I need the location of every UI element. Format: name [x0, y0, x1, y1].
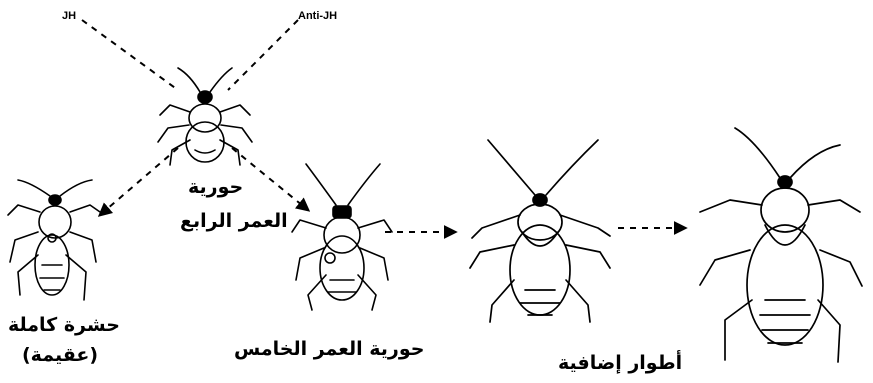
- extra-stage-insect-2-icon: [700, 128, 862, 362]
- jh-label: JH: [62, 10, 76, 22]
- anti-jh-label: Anti-JH: [298, 10, 337, 22]
- jh-dashed-line: [82, 20, 178, 90]
- adult-label-line1: حشرة كاملة: [8, 314, 120, 336]
- extra-stage-insect-1-icon: [470, 140, 610, 322]
- fourth-instar-insect-icon: [158, 68, 252, 165]
- fifth-instar-insect-icon: [292, 164, 392, 310]
- fourth-instar-label-line1: حورية: [188, 176, 243, 198]
- fourth-instar-label-line2: العمر الرابع: [180, 210, 288, 232]
- extra-stages-label: أطوار إضافية: [558, 352, 682, 374]
- adult-insect-icon: [8, 180, 100, 300]
- arrow-to-fifth-instar: [232, 148, 308, 210]
- anti-jh-dashed-line: [228, 20, 298, 90]
- adult-label-line2: (عقيمة): [22, 344, 98, 366]
- fifth-instar-label: حورية العمر الخامس: [234, 338, 424, 360]
- arrow-to-adult: [100, 148, 178, 215]
